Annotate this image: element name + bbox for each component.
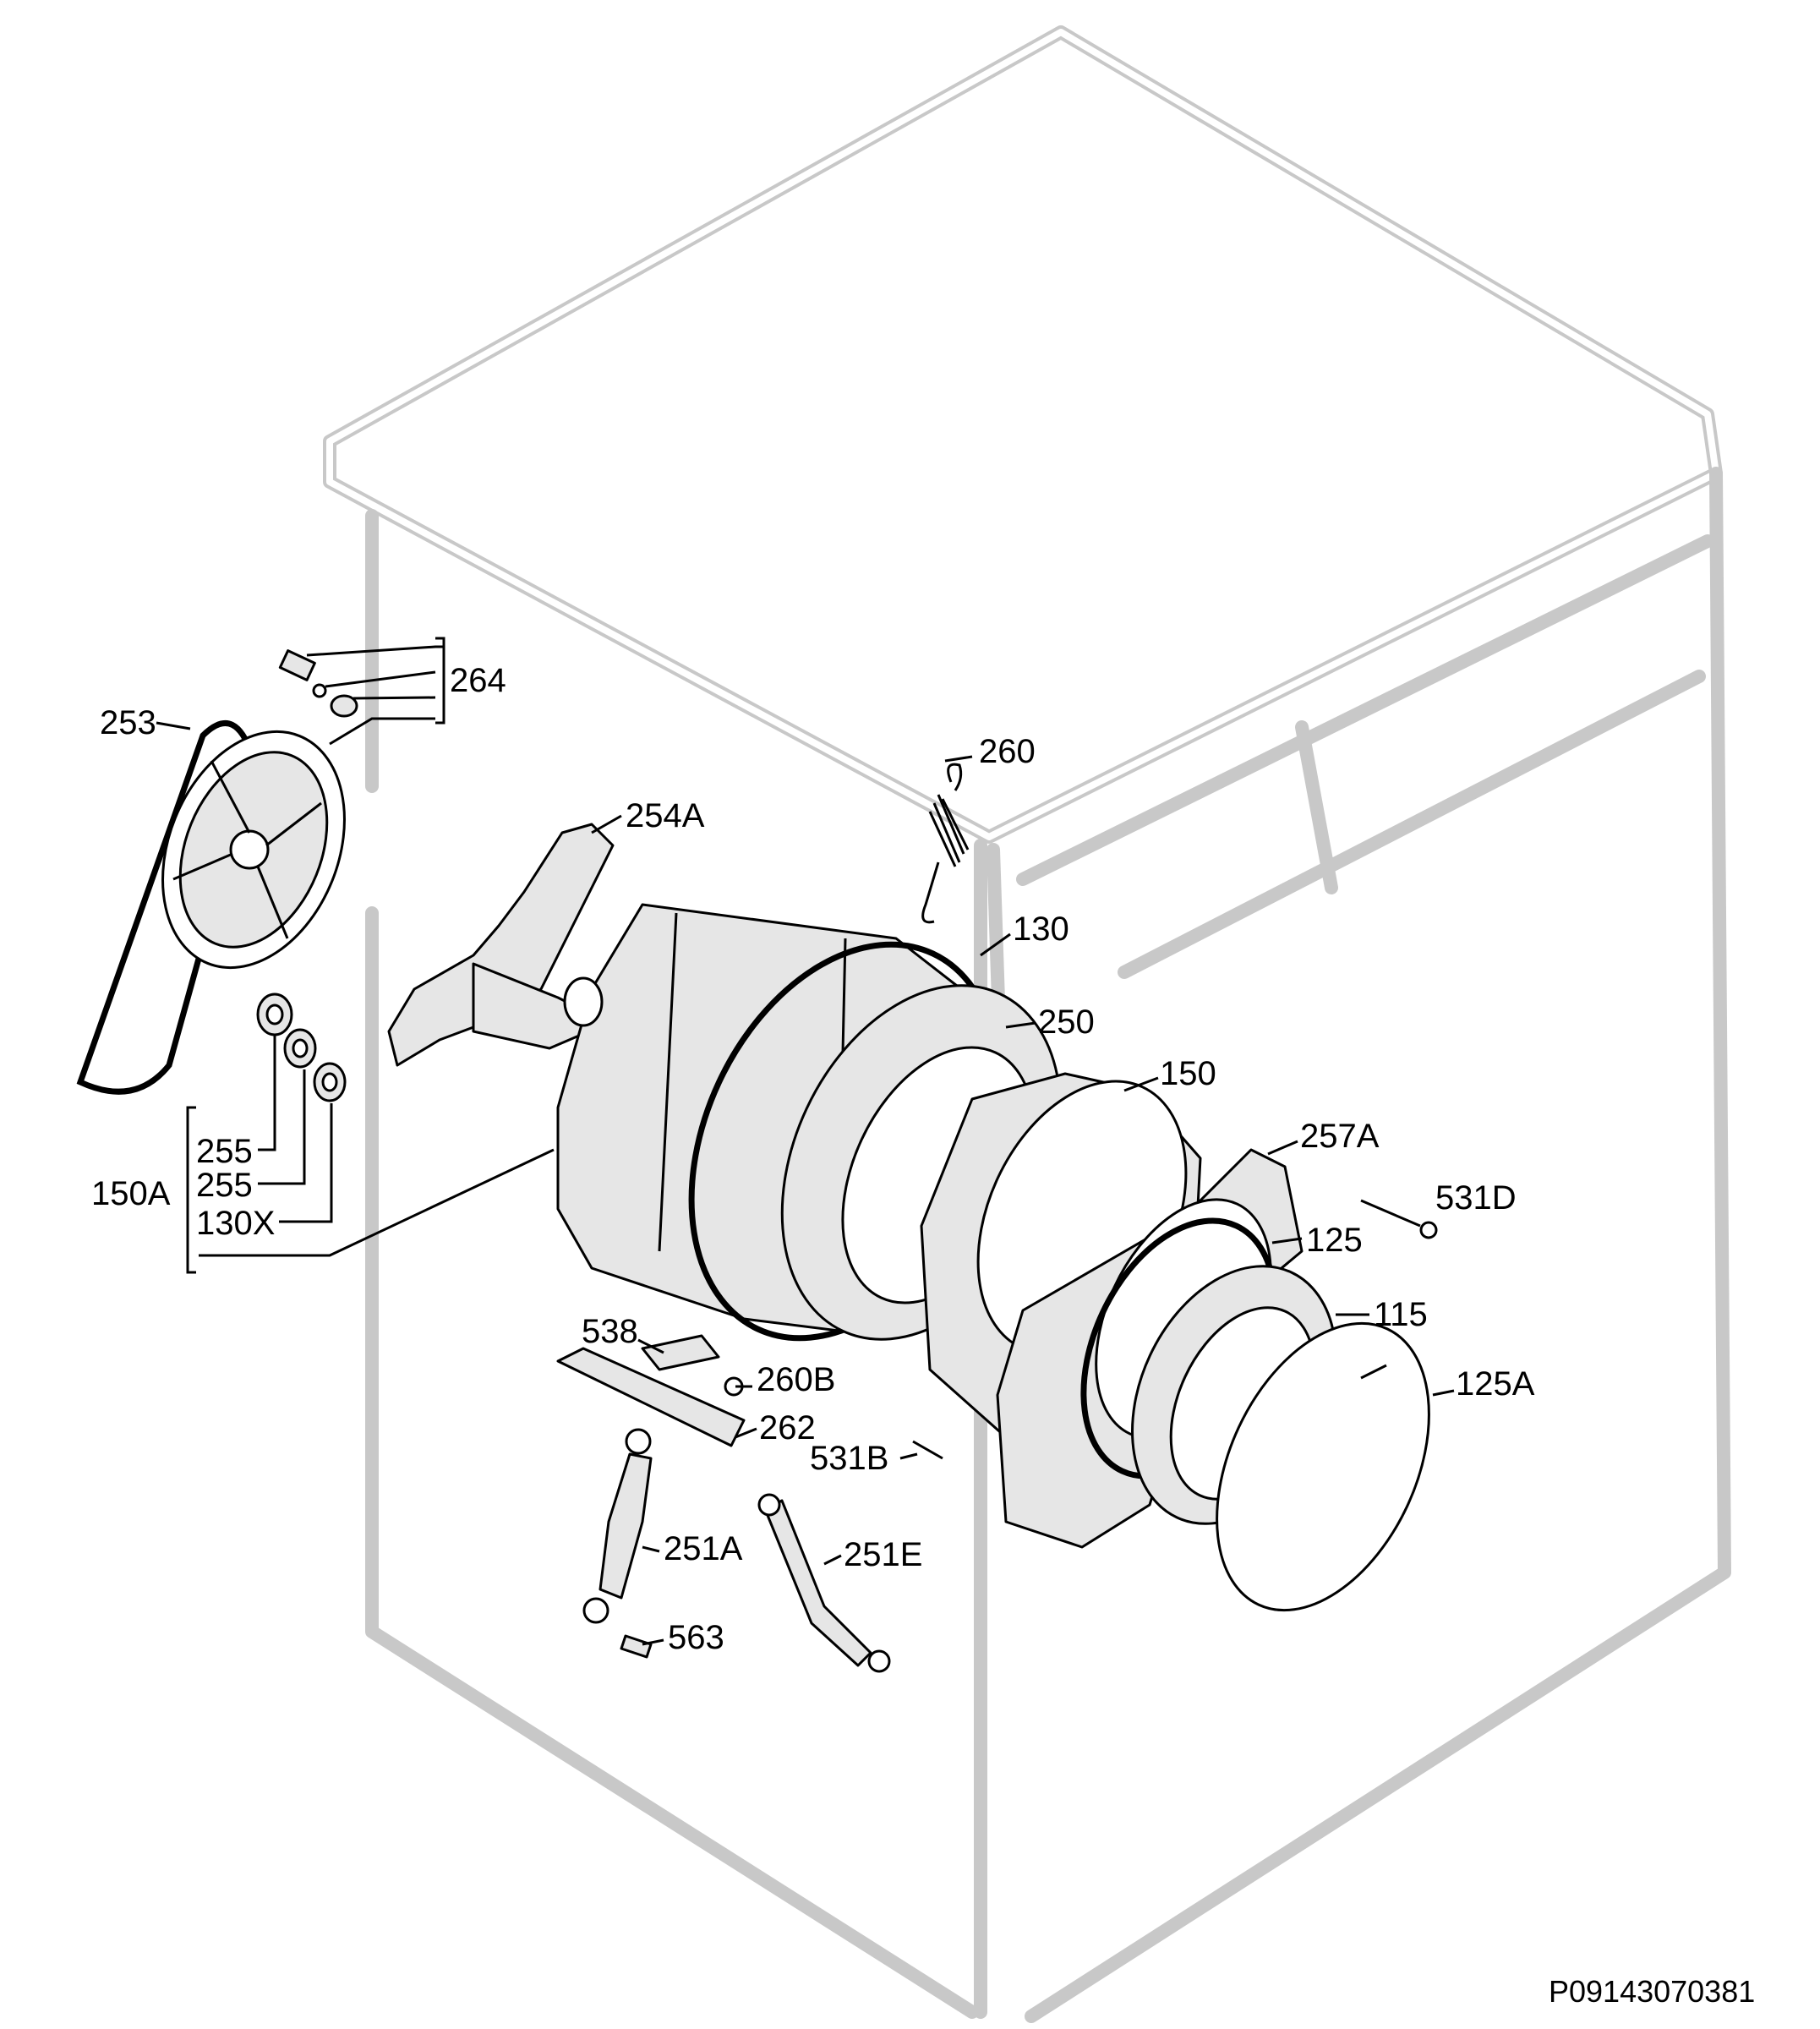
callout-260: 260: [979, 733, 1036, 770]
callout-262: 262: [759, 1409, 816, 1447]
callout-254A: 254A: [626, 797, 705, 834]
bolt-kit-264: [278, 637, 445, 746]
callout-538: 538: [582, 1313, 638, 1350]
drawing-code: P09143070381: [1549, 1974, 1755, 2009]
callout-255-b: 255: [196, 1167, 253, 1204]
leader-lines: [156, 721, 1455, 1646]
counterweight-254A: [387, 823, 615, 1067]
callout-255-a: 255: [196, 1133, 253, 1170]
callout-563: 563: [668, 1619, 724, 1656]
callout-125A: 125A: [1456, 1365, 1535, 1403]
small-parts: [556, 1199, 1438, 1460]
callout-257A: 257A: [1300, 1118, 1380, 1155]
spring-260: [921, 763, 970, 924]
pulley-253: [76, 719, 346, 1095]
callout-130X: 130X: [196, 1205, 275, 1242]
callout-531B: 531B: [810, 1440, 888, 1477]
callout-115: 115: [1374, 1296, 1428, 1333]
callout-130: 130: [1013, 911, 1069, 948]
shock-absorbers: [582, 1428, 891, 1673]
callout-251E: 251E: [844, 1536, 922, 1573]
callout-125: 125: [1306, 1222, 1363, 1259]
door-glass-125A: [1216, 1321, 1430, 1612]
callout-labels: 264 253 260 254A 130 250 150 257A 531D 1…: [91, 662, 1535, 1656]
callout-250: 250: [1038, 1004, 1095, 1041]
callout-150A: 150A: [91, 1175, 171, 1212]
callout-531D: 531D: [1435, 1179, 1517, 1217]
callout-260B: 260B: [757, 1361, 835, 1398]
callout-251A: 251A: [664, 1530, 743, 1567]
callout-150: 150: [1160, 1055, 1216, 1092]
callout-253: 253: [100, 704, 156, 741]
callout-264: 264: [450, 662, 506, 699]
bearings: [256, 993, 347, 1102]
